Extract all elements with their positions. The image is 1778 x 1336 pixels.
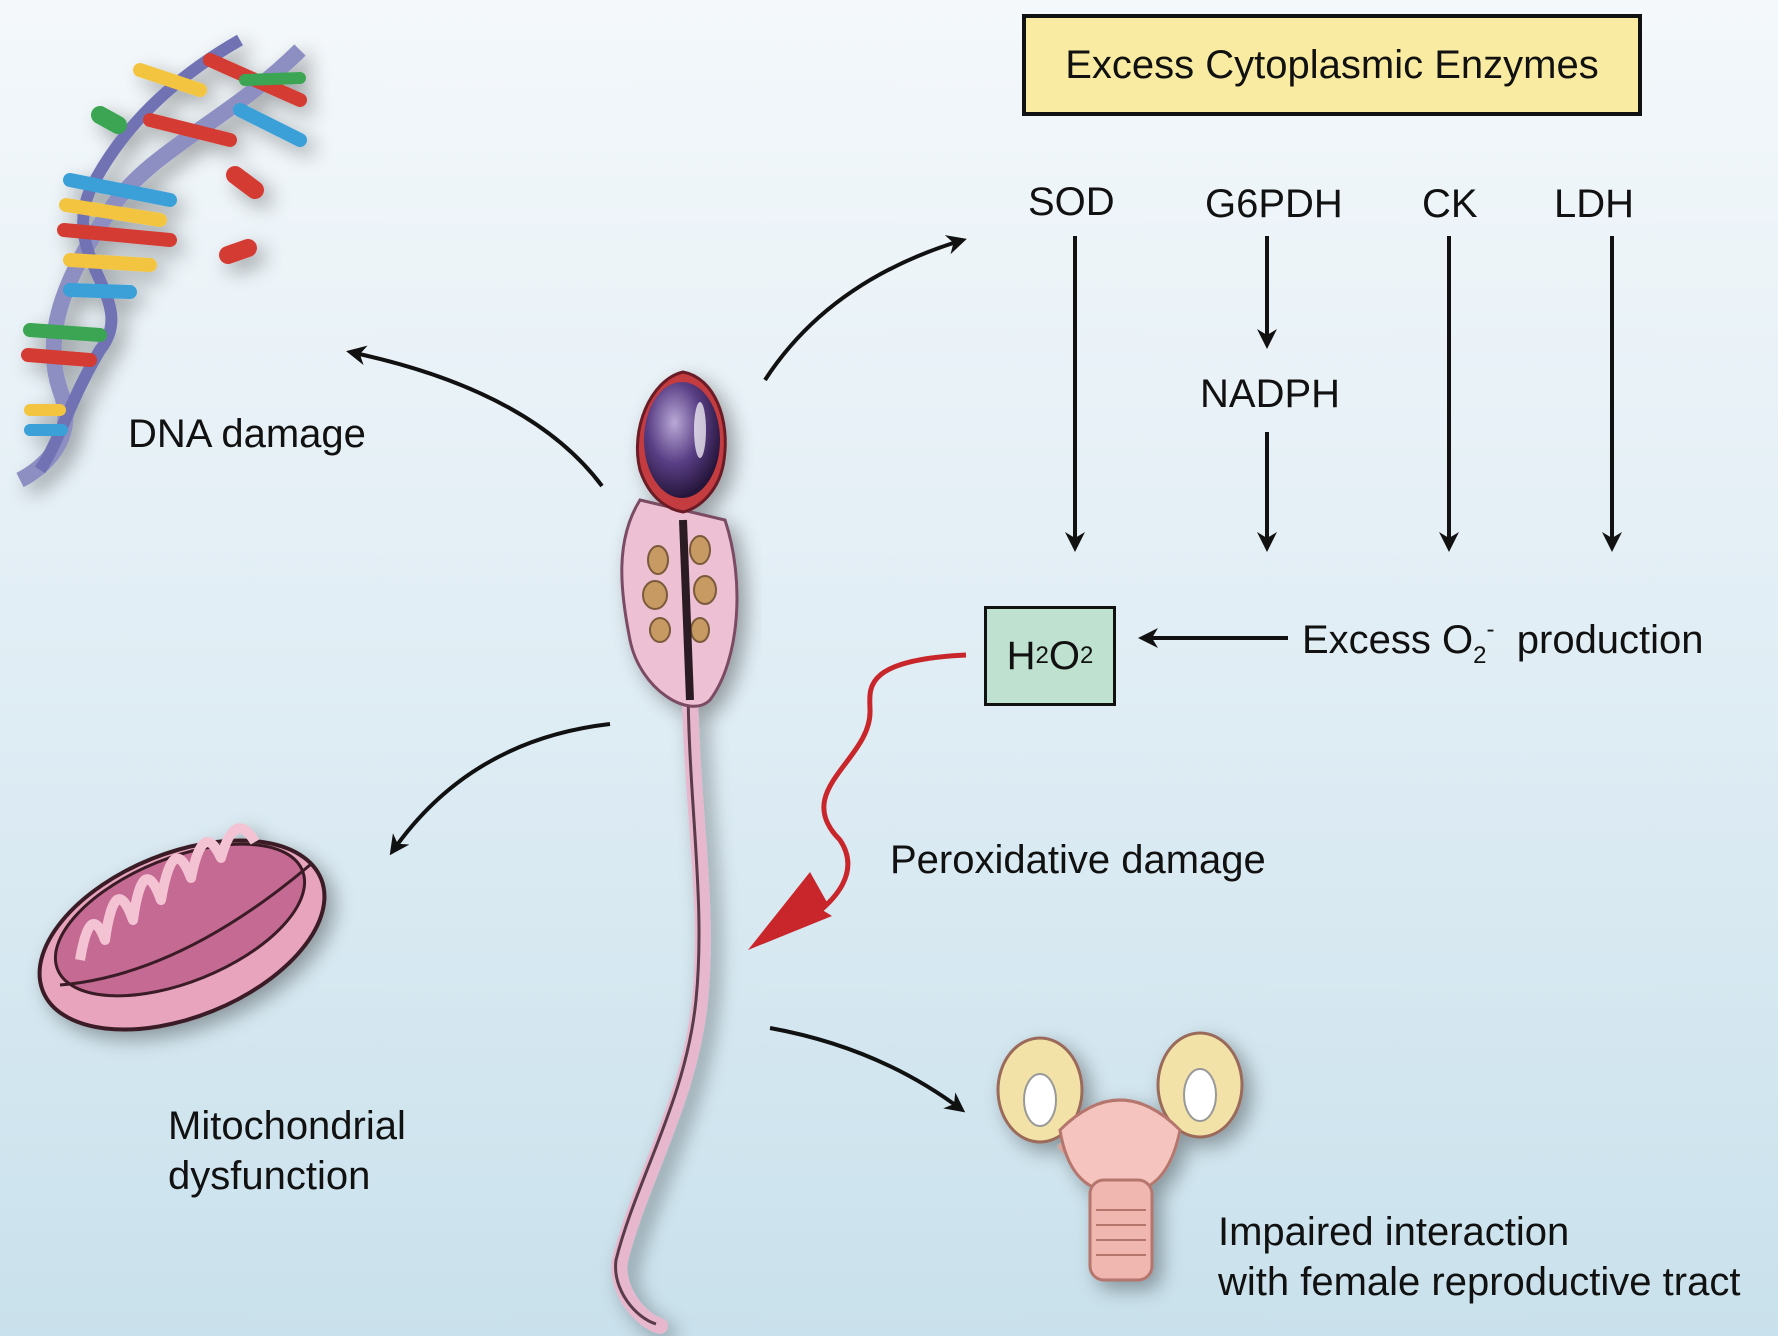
peroxidative-damage-label: Peroxidative damage bbox=[890, 838, 1266, 882]
excess-enzymes-box: Excess Cytoplasmic Enzymes bbox=[1022, 14, 1642, 116]
enzyme-sod: SOD bbox=[1028, 180, 1115, 224]
excess-enzymes-label: Excess Cytoplasmic Enzymes bbox=[1065, 42, 1599, 87]
arrow-sperm-to-dna bbox=[346, 345, 604, 488]
mitochondrion-illustration bbox=[37, 823, 327, 1032]
h2o2-h: H bbox=[1006, 633, 1036, 678]
enzyme-ck: CK bbox=[1422, 182, 1478, 226]
mito-label-line2: dysfunction bbox=[168, 1154, 371, 1198]
impaired-label-line1: Impaired interaction bbox=[1218, 1210, 1570, 1254]
uterus-illustration bbox=[996, 1031, 1244, 1282]
dna-helix-illustration bbox=[16, 34, 307, 488]
peroxidative-damage-arrow bbox=[748, 652, 967, 950]
nadph-label: NADPH bbox=[1200, 372, 1341, 416]
mito-label-line1: Mitochondrial bbox=[168, 1104, 406, 1148]
h2o2-o: O bbox=[1048, 633, 1080, 678]
enzyme-g6pdh: G6PDH bbox=[1205, 182, 1343, 226]
sperm-illustration bbox=[611, 370, 739, 1334]
pathway-arrows bbox=[346, 235, 1622, 1113]
dna-damage-label: DNA damage bbox=[128, 412, 366, 456]
arrow-sperm-to-tract bbox=[769, 1026, 966, 1113]
superoxide-suffix: production bbox=[1516, 618, 1704, 662]
enzyme-ldh: LDH bbox=[1554, 182, 1635, 226]
arrow-sperm-to-enzymes bbox=[763, 235, 967, 382]
h2o2-sub-h: 2 bbox=[1035, 642, 1049, 669]
superoxide-sup: - bbox=[1486, 616, 1495, 643]
h2o2-sub-o: 2 bbox=[1080, 642, 1094, 669]
arrow-sperm-to-mito bbox=[389, 722, 611, 856]
superoxide-prefix: Excess O bbox=[1302, 618, 1474, 662]
impaired-label-line2: with female reproductive tract bbox=[1218, 1260, 1741, 1304]
superoxide-sub: 2 bbox=[1473, 642, 1487, 669]
superoxide-label: Excess O2- production bbox=[1302, 616, 1704, 671]
